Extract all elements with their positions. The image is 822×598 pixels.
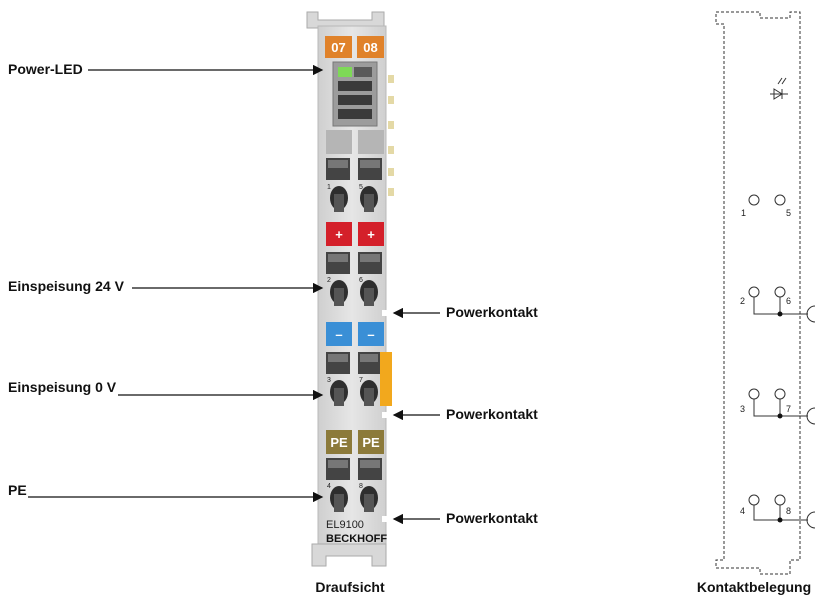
label-pe: PE — [8, 482, 27, 498]
led-icon — [770, 77, 788, 100]
pinout-row-3-7: 3 7 — [740, 388, 816, 425]
clamp-pair-1-5: 1 5 — [326, 158, 382, 212]
pinout-row-1-5: 1 5 — [741, 194, 791, 218]
brand-logo: BECKHOFF — [326, 533, 387, 545]
channel-label-right: 08 — [363, 40, 377, 55]
pe-chip-left — [326, 430, 352, 454]
power-led — [338, 67, 352, 77]
pin-label-7: 7 — [359, 377, 363, 384]
pe-label-right: PE — [362, 435, 380, 450]
clamp-pair-2-6: 2 6 — [326, 252, 382, 306]
channel-chip-right — [357, 36, 384, 58]
pin-label-2: 2 — [327, 277, 331, 284]
channel-label-left: 07 — [331, 40, 345, 55]
pin-label-4: 4 — [327, 483, 331, 490]
minus-label-right: – — [367, 327, 374, 342]
model-label: EL9100 — [326, 519, 364, 531]
plus-label-left: + — [335, 227, 343, 242]
pe-label-left: PE — [330, 435, 348, 450]
minus-label-left: – — [335, 327, 342, 342]
pinout-schematic — [715, 11, 801, 575]
pin-label-5: 5 — [359, 184, 363, 191]
clamp-pair-4-8: 4 8 — [326, 458, 382, 512]
label-power-contact-1: Powerkontakt — [446, 304, 538, 320]
bus-terminal: 07 08 1 5 + + — [306, 11, 394, 567]
pin-label-3: 3 — [327, 377, 331, 384]
pinout-label-2: 2 — [740, 296, 745, 306]
label-supply-0v: Einspeisung 0 V — [8, 379, 117, 395]
pin-label-1: 1 — [327, 184, 331, 191]
clamp-pair-3-7: 3 7 — [326, 352, 380, 406]
pinout-label-4: 4 — [740, 506, 745, 516]
pe-chip-right — [358, 430, 384, 454]
pinout-label-5: 5 — [786, 208, 791, 218]
caption-top-view: Draufsicht — [315, 579, 385, 595]
label-power-led: Power-LED — [8, 61, 83, 77]
side-tab — [380, 352, 392, 406]
pinout-row-4-8: 4 8 — [740, 494, 816, 529]
plus-chip-right — [358, 222, 384, 246]
pinout-row-2-6: 2 6 — [740, 286, 816, 323]
minus-chip-right — [358, 322, 384, 346]
caption-pinout: Kontaktbelegung — [697, 579, 811, 595]
pin-label-6: 6 — [359, 277, 363, 284]
pinout-label-1: 1 — [741, 208, 746, 218]
pinout-label-3: 3 — [740, 404, 745, 414]
plus-label-right: + — [367, 227, 375, 242]
pin-label-8: 8 — [359, 483, 363, 490]
label-supply-24v: Einspeisung 24 V — [8, 278, 125, 294]
channel-chip-left — [325, 36, 352, 58]
minus-chip-left — [326, 322, 352, 346]
pinout-label-8: 8 — [786, 506, 791, 516]
pinout-label-7: 7 — [786, 404, 791, 414]
pinout-label-6: 6 — [786, 296, 791, 306]
label-power-contact-3: Powerkontakt — [446, 510, 538, 526]
label-power-contact-2: Powerkontakt — [446, 406, 538, 422]
plus-chip-left — [326, 222, 352, 246]
